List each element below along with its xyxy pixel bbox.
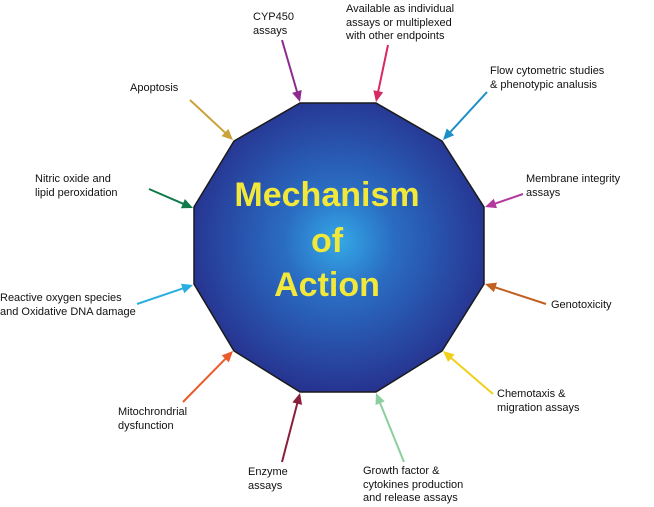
arrow-head-cyp450 [292,90,302,102]
label-membrane-integrity: Membrane integrity assays [526,173,621,199]
arrow-line-flow [449,91,488,134]
center-title-line-2: of [310,222,344,260]
arrow-line-ros [136,287,184,305]
label-ros: Reactive oxygen species and Oxidative DN… [0,292,136,318]
arrow-line-chemotaxis [449,356,494,395]
arrow-head-flow [443,128,455,140]
label-genotoxicity: Genotoxicity [551,299,612,311]
arrow-head-ros [180,283,193,294]
label-cyp450: CYP450 assays [253,11,294,37]
arrow-line-cyp450 [281,39,299,93]
arrow-head-growth [375,393,385,406]
arrow-line-enzyme [281,402,299,463]
label-individual-assays: Available as individual assays or multip… [346,3,455,42]
center-title-line-3: Action [274,266,380,304]
center-title-line-1: Mechanism [234,176,420,214]
label-mitochondrial: Mitochrondrial dysfunction [118,406,188,432]
arrow-line-nitric [148,188,185,205]
arrow-head-nitric [180,199,193,209]
arrow-head-genotoxicity [485,282,498,293]
label-chemotaxis: Chemotaxis & migration assays [497,388,580,414]
arrow-head-individual [373,90,384,102]
arrow-line-individual [377,44,389,93]
arrow-head-chemotaxis [443,351,455,362]
arrow-head-enzyme [292,393,303,405]
arrow-head-mito [221,351,233,363]
label-flow-cytometric: Flow cytometric studies & phenotypic ana… [490,65,605,91]
arrow-line-genotoxicity [494,286,547,305]
arrow-line-growth [378,401,405,463]
arrow-line-mito [182,357,227,403]
label-nitric-oxide: Nitric oxide and lipid peroxidation [35,173,118,199]
arrow-line-membrane [494,193,524,205]
label-growth-factor: Growth factor & cytokines production and… [363,465,464,504]
arrow-head-membrane [485,198,498,209]
label-enzyme: Enzyme assays [248,466,288,492]
mechanism-polygon [193,102,485,393]
arrow-line-apoptosis [189,99,227,134]
label-apoptosis: Apoptosis [130,82,179,94]
arrow-head-apoptosis [221,128,233,140]
